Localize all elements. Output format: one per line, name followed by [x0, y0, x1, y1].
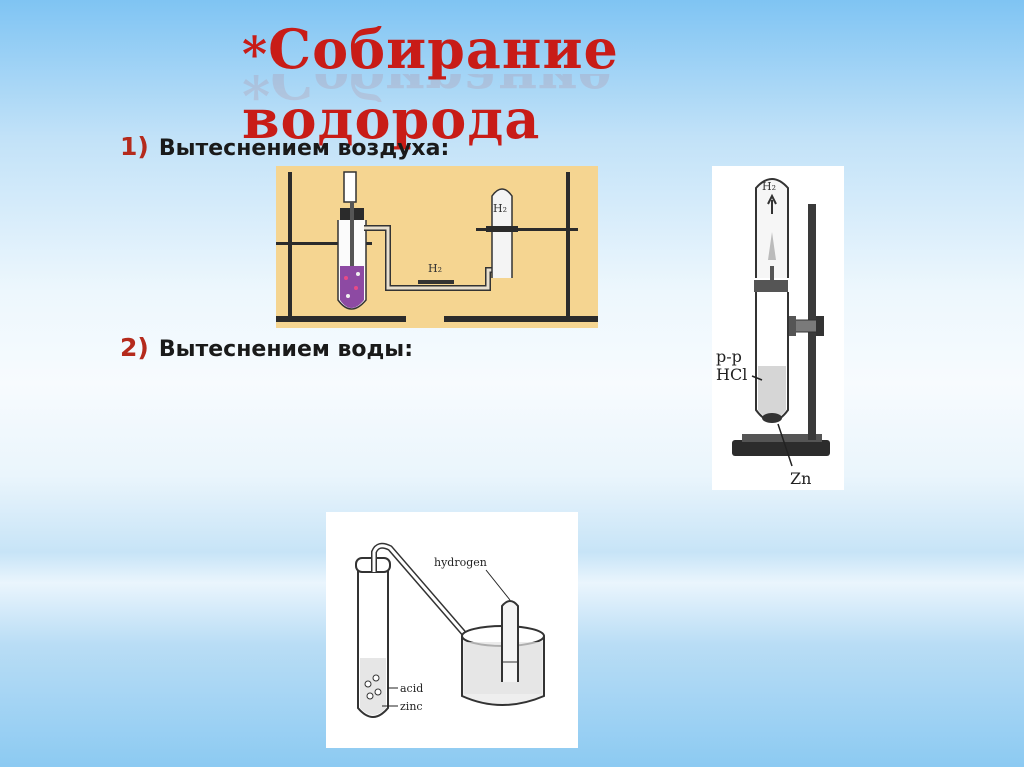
delivery-pipe-icon — [364, 225, 500, 291]
method-label: Вытеснением воздуха: — [158, 136, 450, 161]
zinc-label: zinc — [400, 700, 423, 713]
collecting-tube-icon — [501, 600, 519, 682]
solution-label-line1: р-р — [716, 347, 742, 366]
reaction-tube-icon — [754, 266, 789, 423]
air-displacement-figure: H₂ H₂ — [276, 166, 598, 328]
pipe-h2-label: H₂ — [428, 262, 442, 275]
hydrogen-pointer — [485, 569, 511, 601]
acid-label: acid — [400, 682, 423, 695]
method-number: 2) — [120, 333, 149, 362]
reaction-tube-icon — [337, 171, 367, 310]
inverted-tube-icon — [755, 178, 789, 278]
title-text: Собирание водорода — [242, 17, 619, 151]
title-star-icon: * — [242, 27, 269, 83]
hydrogen-label: hydrogen — [434, 556, 487, 569]
figure-background — [276, 166, 598, 328]
title-reflection: *Собирание водорода — [242, 74, 612, 111]
collecting-tube-icon — [486, 188, 518, 278]
h2-label: H₂ — [762, 180, 776, 193]
solution-pointer — [751, 375, 763, 381]
method-label: Вытеснением воды: — [158, 337, 413, 362]
tube-h2-label: H₂ — [493, 202, 507, 215]
left-stand-icon — [276, 172, 406, 322]
zinc-label: Zn — [790, 469, 811, 488]
method-number: 1) — [120, 132, 149, 161]
right-stand-icon — [444, 172, 598, 322]
zinc-pointer — [777, 423, 793, 467]
slide-title: *Собирание водорода — [242, 14, 882, 154]
generator-tube-icon — [355, 557, 391, 718]
method-item-water: 2) Вытеснением воды: — [120, 333, 413, 362]
stand-apparatus-figure: H₂ р-р HCl Zn — [712, 166, 844, 490]
method-item-air: 1) Вытеснением воздуха: — [120, 132, 449, 161]
solution-label-line2: HCl — [716, 365, 747, 384]
water-displacement-figure: hydrogen acid zinc — [326, 512, 578, 748]
